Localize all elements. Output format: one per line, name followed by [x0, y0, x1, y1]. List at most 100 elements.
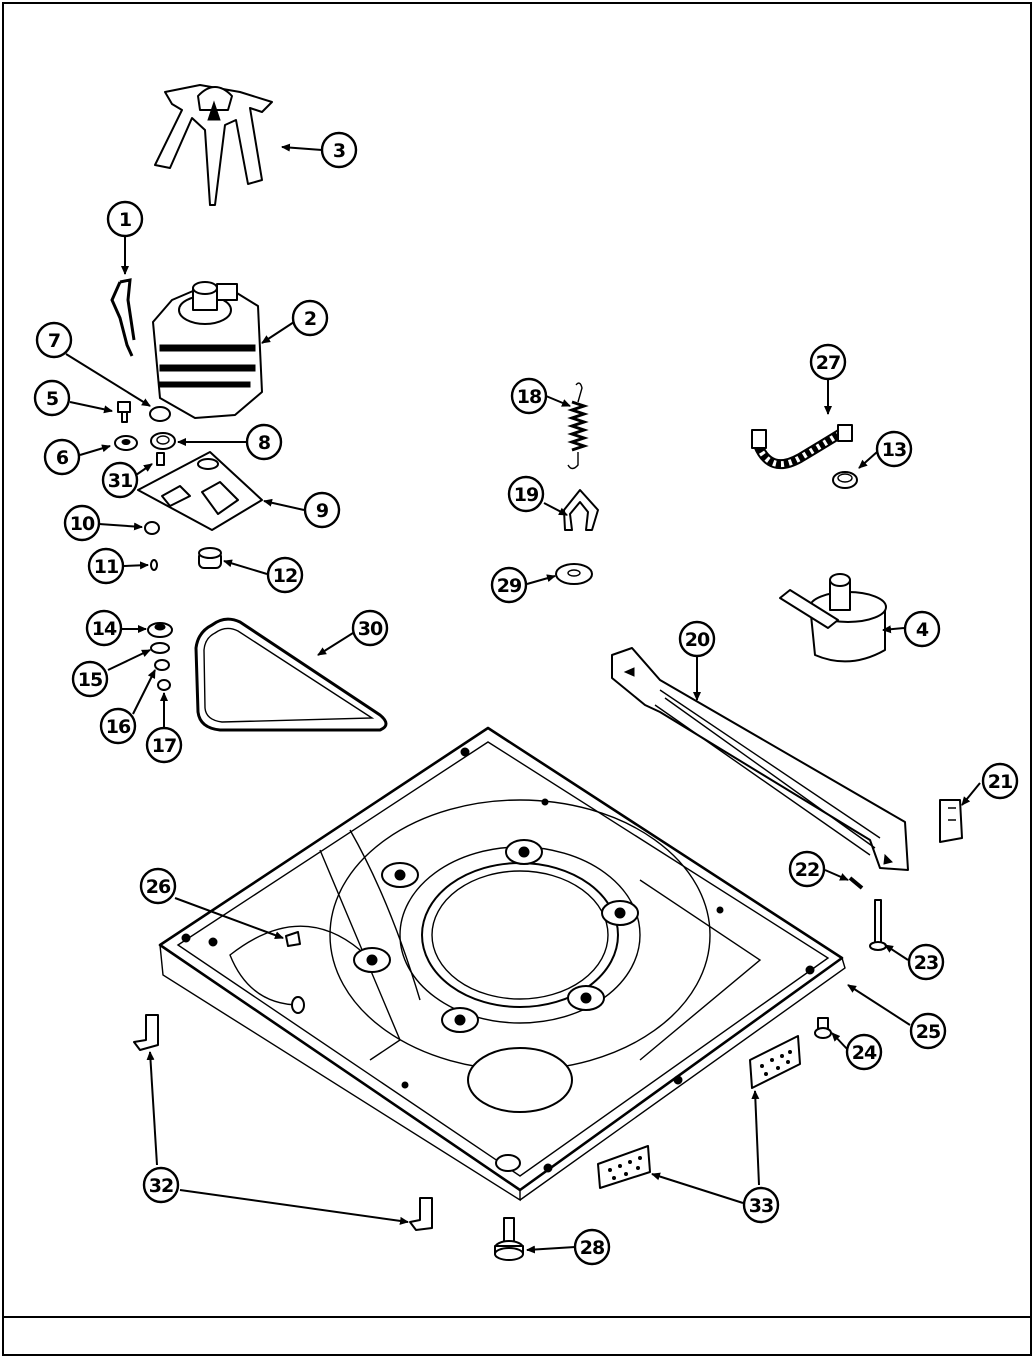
svg-text:24: 24: [852, 1042, 877, 1064]
part-11-pin: [150, 559, 158, 571]
callout-26: 26: [139, 867, 177, 905]
callout-30: 30: [351, 609, 389, 647]
part-28-leveling-foot: [494, 1217, 524, 1261]
callout-27: 27: [809, 343, 847, 381]
part-26-clip: [285, 931, 301, 947]
svg-text:33: 33: [749, 1195, 773, 1217]
svg-text:6: 6: [56, 447, 69, 469]
part-32-bracket: [133, 1014, 433, 1231]
callout-17: 17: [145, 726, 183, 764]
part-18-spring: [567, 382, 589, 470]
part-21-bracket: [939, 799, 963, 843]
callout-23: 23: [907, 943, 945, 981]
svg-text:5: 5: [46, 388, 58, 410]
svg-text:32: 32: [149, 1175, 173, 1197]
footer-divider: [2, 1316, 1032, 1318]
part-9-mounting-plate: [137, 451, 263, 531]
part-13-clamp: [832, 471, 858, 489]
part-6-washer: [114, 435, 138, 451]
part-19-clip: [563, 489, 599, 531]
part-4-pump: [779, 573, 887, 663]
svg-text:3: 3: [333, 140, 345, 162]
callout-14: 14: [85, 609, 123, 647]
callout-9: 9: [303, 491, 341, 529]
svg-text:17: 17: [152, 735, 176, 757]
callout-3: 3: [320, 131, 358, 169]
svg-text:28: 28: [580, 1237, 605, 1259]
part-17-nut: [157, 679, 171, 691]
svg-text:30: 30: [358, 618, 383, 640]
svg-text:2: 2: [304, 308, 316, 330]
svg-text:9: 9: [316, 500, 328, 522]
svg-text:4: 4: [916, 619, 929, 641]
part-12-bushing: [198, 547, 222, 569]
part-25-base: [158, 726, 846, 1202]
callout-4: 4: [903, 610, 941, 648]
callout-33: 33: [742, 1186, 780, 1224]
part-2-motor: [152, 281, 263, 419]
part-14-pulley: [147, 622, 173, 638]
svg-text:25: 25: [916, 1021, 940, 1043]
svg-text:20: 20: [685, 629, 710, 651]
part-29-washer: [555, 563, 593, 585]
callout-24: 24: [845, 1033, 883, 1071]
part-15-washer: [150, 642, 170, 654]
callout-21: 21: [981, 762, 1019, 800]
svg-text:14: 14: [92, 618, 117, 640]
part-1-wire-clip: [110, 278, 136, 357]
callout-20: 20: [678, 620, 716, 658]
callout-22: 22: [788, 850, 826, 888]
part-5-screw: [117, 401, 131, 423]
callout-5: 5: [33, 379, 71, 417]
callout-10: 10: [63, 504, 101, 542]
part-23-bolt: [869, 899, 887, 951]
part-22-pin: [848, 876, 864, 890]
callout-25: 25: [909, 1012, 947, 1050]
callout-8: 8: [245, 423, 283, 461]
callout-32: 32: [142, 1166, 180, 1204]
svg-text:11: 11: [94, 556, 118, 578]
callout-2: 2: [291, 299, 329, 337]
callout-15: 15: [71, 660, 109, 698]
callout-18: 18: [510, 377, 548, 415]
svg-text:8: 8: [258, 432, 271, 454]
svg-text:26: 26: [146, 876, 171, 898]
callout-12: 12: [266, 556, 304, 594]
callout-1: 1: [106, 200, 144, 238]
part-20-brace: [611, 647, 909, 871]
part-7-grommet: [149, 406, 171, 422]
svg-text:10: 10: [70, 513, 95, 535]
part-27-hose: [751, 424, 853, 470]
svg-text:7: 7: [48, 330, 60, 352]
svg-text:1: 1: [119, 209, 131, 231]
part-30-belt: [194, 617, 388, 732]
svg-text:18: 18: [517, 386, 542, 408]
svg-text:27: 27: [816, 352, 840, 374]
svg-text:16: 16: [106, 716, 131, 738]
svg-text:29: 29: [497, 575, 521, 597]
svg-text:21: 21: [988, 771, 1012, 793]
callout-6: 6: [43, 438, 81, 476]
callout-29: 29: [490, 566, 528, 604]
callout-11: 11: [87, 547, 125, 585]
part-10-nut: [144, 521, 160, 535]
svg-text:23: 23: [914, 952, 938, 974]
callout-7: 7: [35, 321, 73, 359]
callout-28: 28: [573, 1228, 611, 1266]
part-8-ring: [150, 432, 176, 450]
part-3-agitator: [154, 84, 273, 206]
svg-text:22: 22: [795, 859, 819, 881]
svg-text:31: 31: [108, 470, 132, 492]
callout-13: 13: [875, 430, 913, 468]
part-33-pad: [597, 1035, 801, 1189]
svg-text:12: 12: [273, 565, 297, 587]
callout-16: 16: [99, 707, 137, 745]
callout-19: 19: [507, 475, 545, 513]
part-31-pin: [156, 452, 165, 466]
part-16-spacer: [154, 659, 170, 671]
svg-text:13: 13: [882, 439, 906, 461]
leader-lines: [65, 143, 981, 1254]
svg-text:19: 19: [514, 484, 538, 506]
